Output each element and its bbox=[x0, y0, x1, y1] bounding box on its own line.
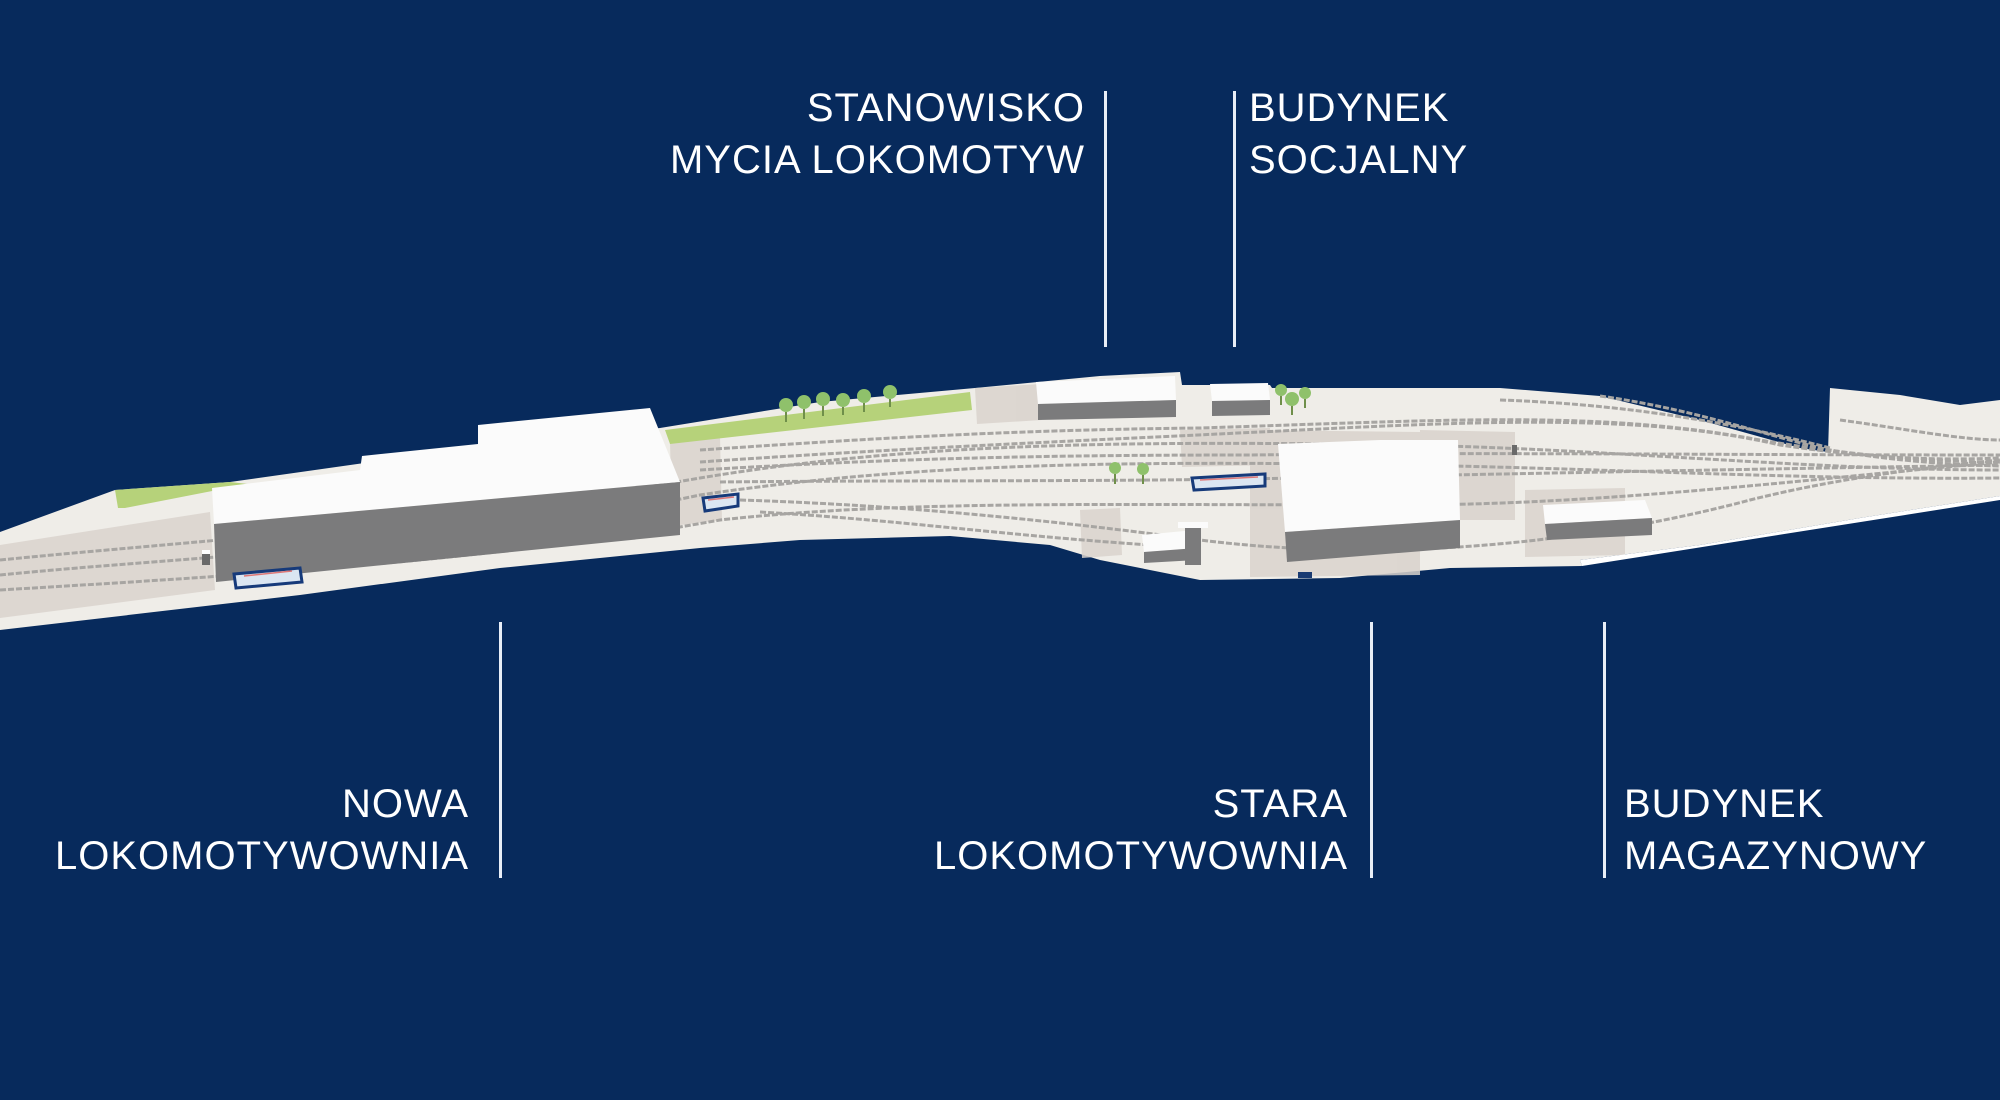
washing-station-building bbox=[1036, 376, 1176, 420]
label-new-depot: NOWA LOKOMOTYWOWNIA bbox=[55, 778, 469, 882]
label-washing-station: STANOWISKO MYCIA LOKOMOTYW bbox=[670, 82, 1085, 186]
social-building bbox=[1210, 383, 1270, 416]
label-warehouse: BUDYNEK MAGAZYNOWY bbox=[1624, 778, 1927, 882]
label-old-depot-line1: STARA bbox=[1212, 782, 1348, 826]
old-depot-building bbox=[1278, 440, 1460, 562]
label-warehouse-line1: BUDYNEK bbox=[1624, 782, 1825, 826]
train-2 bbox=[701, 492, 740, 513]
label-new-depot-line1: NOWA bbox=[342, 782, 469, 826]
label-social-building-line2: SOCJALNY bbox=[1249, 138, 1469, 182]
leader-line-new-depot bbox=[499, 622, 502, 878]
label-new-depot-line2: LOKOMOTYWOWNIA bbox=[55, 834, 469, 878]
warehouse-building bbox=[1543, 500, 1652, 540]
leader-line-social-building bbox=[1233, 91, 1236, 347]
train-icons bbox=[232, 472, 1267, 590]
leader-line-warehouse bbox=[1603, 622, 1606, 878]
label-old-depot: STARA LOKOMOTYWOWNIA bbox=[934, 778, 1348, 882]
small-building bbox=[1142, 522, 1208, 565]
label-old-depot-line2: LOKOMOTYWOWNIA bbox=[934, 834, 1348, 878]
small-structures bbox=[202, 445, 1517, 578]
train-3 bbox=[1190, 472, 1267, 492]
right-platform bbox=[1580, 496, 2000, 566]
label-washing-station-line2: MYCIA LOKOMOTYW bbox=[669, 138, 1085, 182]
tree-icons bbox=[779, 384, 1311, 484]
label-social-building: BUDYNEK SOCJALNY bbox=[1249, 82, 1468, 186]
leader-line-washing-station bbox=[1104, 91, 1107, 347]
label-washing-station-line1: STANOWISKO bbox=[806, 86, 1085, 130]
label-warehouse-line2: MAGAZYNOWY bbox=[1624, 834, 1928, 878]
leader-line-old-depot bbox=[1370, 622, 1373, 878]
new-depot-building bbox=[212, 408, 680, 582]
train-1 bbox=[232, 566, 304, 590]
label-social-building-line1: BUDYNEK bbox=[1249, 86, 1450, 130]
